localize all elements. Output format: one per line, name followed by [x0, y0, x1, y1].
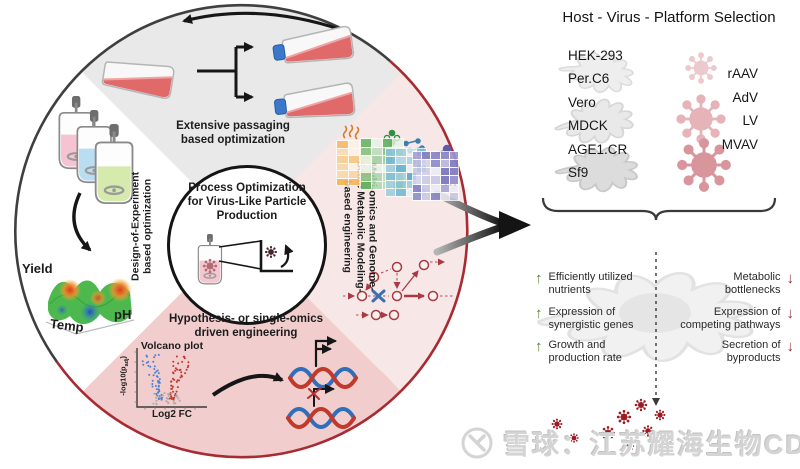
virus-list: rAAV AdV LV MVAV	[698, 62, 758, 156]
volcano-title: Volcano plot	[140, 340, 204, 352]
down-arrow-icon: ↓	[786, 305, 795, 322]
outcome-text: Efficiently utilized nutrients	[548, 271, 633, 297]
selection-brace-icon	[541, 197, 777, 221]
cell-line-item: Sf9	[568, 165, 589, 181]
cell-line-item: HEK-293	[568, 48, 623, 63]
bottom-quadrant-label: Hypothesis- or single-omics driven engin…	[155, 313, 337, 340]
up-arrow-icon: ↑	[535, 338, 543, 355]
watermark-text: 雪球：江苏耀海生物CDMO	[503, 430, 800, 460]
outcome-text: Expression of competing pathways	[680, 306, 781, 332]
virus-item: rAAV	[727, 66, 758, 81]
outcome-increase-item: ↑ Growth and production rate	[535, 339, 644, 365]
left-quadrant-label: Design-of-Experiment based optimization	[130, 166, 155, 286]
surface-ylabel: Yield	[22, 261, 53, 276]
center-hub-title: Process Optimization for Virus-Like Part…	[187, 182, 307, 223]
virus-item: MVAV	[721, 136, 758, 152]
label-line: based optimization	[142, 178, 154, 274]
outcome-decrease-item: Expression of competing pathways ↓	[678, 306, 794, 332]
label-line: Hypothesis- or single-omics	[168, 313, 323, 325]
virus-item: AdV	[732, 89, 758, 105]
outcome-text: Growth and production rate	[548, 339, 622, 365]
outcome-decrease-item: Metabolic bottlenecks ↓	[678, 271, 794, 297]
outcome-decrease-item: Secretion of byproducts ↓	[678, 339, 794, 365]
outcome-text: Secretion of byproducts	[721, 339, 781, 365]
down-arrow-icon: ↓	[786, 270, 795, 287]
watermark: 雪球：江苏耀海生物CDMO	[459, 423, 800, 462]
cell-line-item: Vero	[568, 94, 596, 110]
selection-panel-title: Host - Virus - Platform Selection	[562, 9, 776, 26]
cell-line-item: MDCK	[568, 118, 608, 134]
outcome-text: Metabolic bottlenecks	[724, 271, 781, 297]
volcano-ylabel: -log10(padj)	[118, 355, 130, 396]
volcano-xlabel: Log2 FC	[152, 409, 192, 420]
virus-item: LV	[742, 113, 758, 129]
label-line: driven engineering	[194, 326, 298, 339]
label-line: Extensive passaging	[176, 120, 290, 132]
cell-line-item: AGE1.CR	[568, 141, 628, 157]
cell-line-list: HEK-293 Per.C6 Vero MDCK AGE1.CR Sf9	[568, 44, 627, 184]
up-arrow-icon: ↑	[535, 305, 543, 322]
outcome-increase-item: ↑ Efficiently utilized nutrients	[535, 271, 644, 297]
surface-zlabel: pH	[114, 307, 132, 322]
omics-heatmap	[412, 151, 459, 201]
label-line: based optimization	[180, 133, 286, 146]
up-arrow-icon: ↑	[535, 270, 543, 287]
outcome-text: Expression of synergistic genes	[548, 306, 634, 332]
cell-line-item: Per.C6	[568, 71, 610, 87]
top-quadrant-label: Extensive passaging based optimization	[148, 120, 318, 147]
xueqiu-logo-icon	[461, 427, 493, 458]
down-arrow-icon: ↓	[786, 338, 795, 355]
label-line: Design-of-Experiment	[129, 171, 142, 281]
outcome-increase-item: ↑ Expression of synergistic genes	[535, 306, 644, 332]
